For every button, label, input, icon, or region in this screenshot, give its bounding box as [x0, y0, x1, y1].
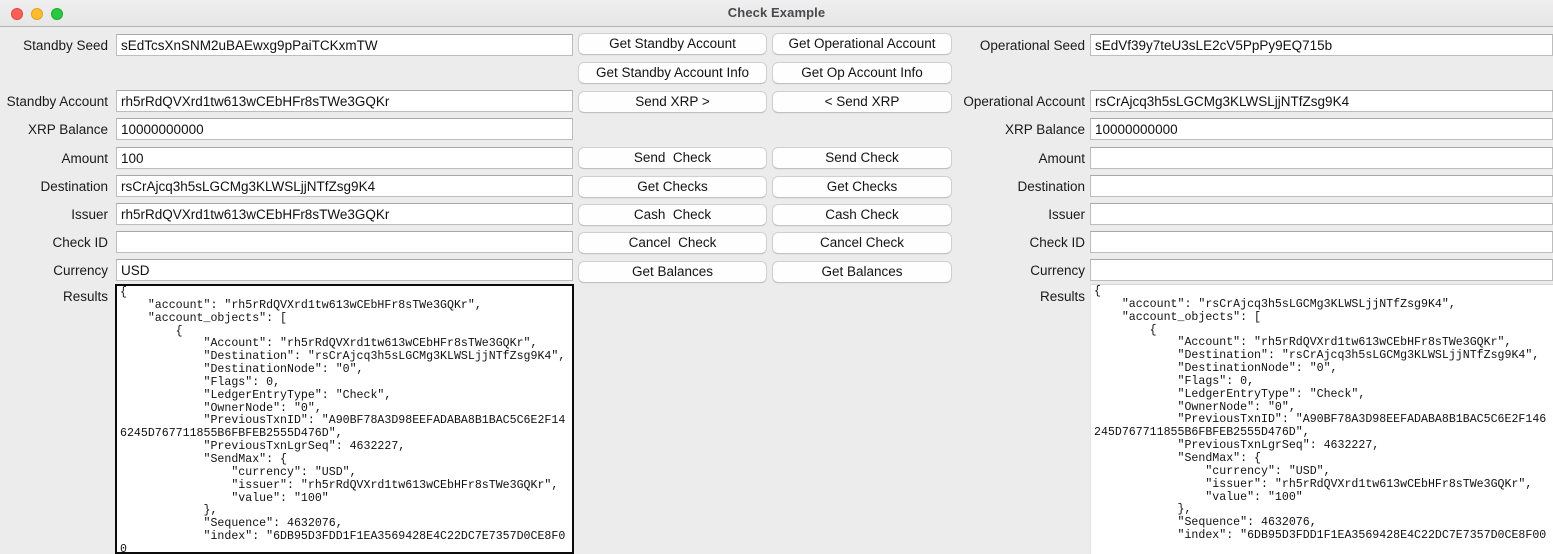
zoom-window-button[interactable]	[51, 8, 63, 20]
operational-amount-input[interactable]	[1090, 147, 1553, 169]
standby-results-textarea[interactable]: { "account": "rh5rRdQVXrd1tw613wCEbHFr8s…	[115, 284, 574, 554]
operational-currency-input[interactable]	[1090, 259, 1553, 281]
close-window-button[interactable]	[11, 8, 23, 20]
operational-currency-label: Currency	[1030, 263, 1085, 278]
standby-cash-check-button[interactable]: Cash Check	[578, 204, 767, 226]
operational-xrp-balance-input[interactable]	[1090, 118, 1553, 140]
standby-currency-input[interactable]	[116, 259, 573, 281]
operational-get-checks-button[interactable]: Get Checks	[772, 176, 952, 198]
standby-cancel-check-button[interactable]: Cancel Check	[578, 232, 767, 254]
get-operational-account-button[interactable]: Get Operational Account	[772, 33, 952, 55]
operational-cash-check-button[interactable]: Cash Check	[772, 204, 952, 226]
standby-get-balances-button[interactable]: Get Balances	[578, 261, 767, 283]
standby-destination-input[interactable]	[116, 175, 573, 197]
operational-cancel-check-button[interactable]: Cancel Check	[772, 232, 952, 254]
operational-check-id-input[interactable]	[1090, 231, 1553, 253]
send-xrp-right-button[interactable]: Send XRP >	[578, 91, 767, 113]
get-standby-account-button[interactable]: Get Standby Account	[578, 33, 767, 55]
standby-destination-label: Destination	[40, 179, 108, 194]
operational-seed-label: Operational Seed	[979, 38, 1085, 53]
standby-check-id-label: Check ID	[52, 235, 108, 250]
operational-seed-input[interactable]	[1090, 34, 1553, 56]
operational-get-balances-button[interactable]: Get Balances	[772, 261, 952, 283]
operational-check-id-label: Check ID	[1029, 235, 1085, 250]
get-op-account-info-button[interactable]: Get Op Account Info	[772, 62, 952, 84]
standby-account-label: Standby Account	[6, 94, 108, 109]
main-content: Standby Seed Standby Account XRP Balance…	[0, 27, 1553, 554]
standby-xrp-balance-input[interactable]	[116, 118, 573, 140]
window-title: Check Example	[727, 5, 826, 20]
get-standby-account-info-button[interactable]: Get Standby Account Info	[578, 62, 767, 84]
operational-destination-label: Destination	[1017, 179, 1085, 194]
window-controls	[11, 8, 63, 20]
operational-account-label: Operational Account	[963, 94, 1085, 109]
standby-issuer-label: Issuer	[71, 207, 108, 222]
standby-results-label: Results	[62, 289, 108, 304]
standby-account-input[interactable]	[116, 90, 573, 112]
operational-results-textarea[interactable]: { "account": "rsCrAjcq3h5sLGCMg3KLWSLjjN…	[1090, 284, 1553, 554]
operational-results-label: Results	[1039, 289, 1085, 304]
standby-seed-label: Standby Seed	[23, 38, 108, 53]
operational-xrp-balance-label: XRP Balance	[1004, 122, 1085, 137]
operational-send-check-button[interactable]: Send Check	[772, 147, 952, 169]
operational-issuer-input[interactable]	[1090, 203, 1553, 225]
standby-check-id-input[interactable]	[116, 231, 573, 253]
standby-get-checks-button[interactable]: Get Checks	[578, 176, 767, 198]
standby-amount-input[interactable]	[116, 147, 573, 169]
operational-issuer-label: Issuer	[1048, 207, 1085, 222]
window-titlebar: Check Example	[0, 0, 1553, 27]
standby-xrp-balance-label: XRP Balance	[27, 122, 108, 137]
operational-amount-label: Amount	[1038, 151, 1085, 166]
standby-seed-input[interactable]	[116, 34, 573, 56]
operational-destination-input[interactable]	[1090, 175, 1553, 197]
standby-amount-label: Amount	[61, 151, 108, 166]
standby-send-check-button[interactable]: Send Check	[578, 147, 767, 169]
send-xrp-left-button[interactable]: < Send XRP	[772, 91, 952, 113]
standby-issuer-input[interactable]	[116, 203, 573, 225]
standby-currency-label: Currency	[53, 263, 108, 278]
minimize-window-button[interactable]	[31, 8, 43, 20]
operational-account-input[interactable]	[1090, 90, 1553, 112]
